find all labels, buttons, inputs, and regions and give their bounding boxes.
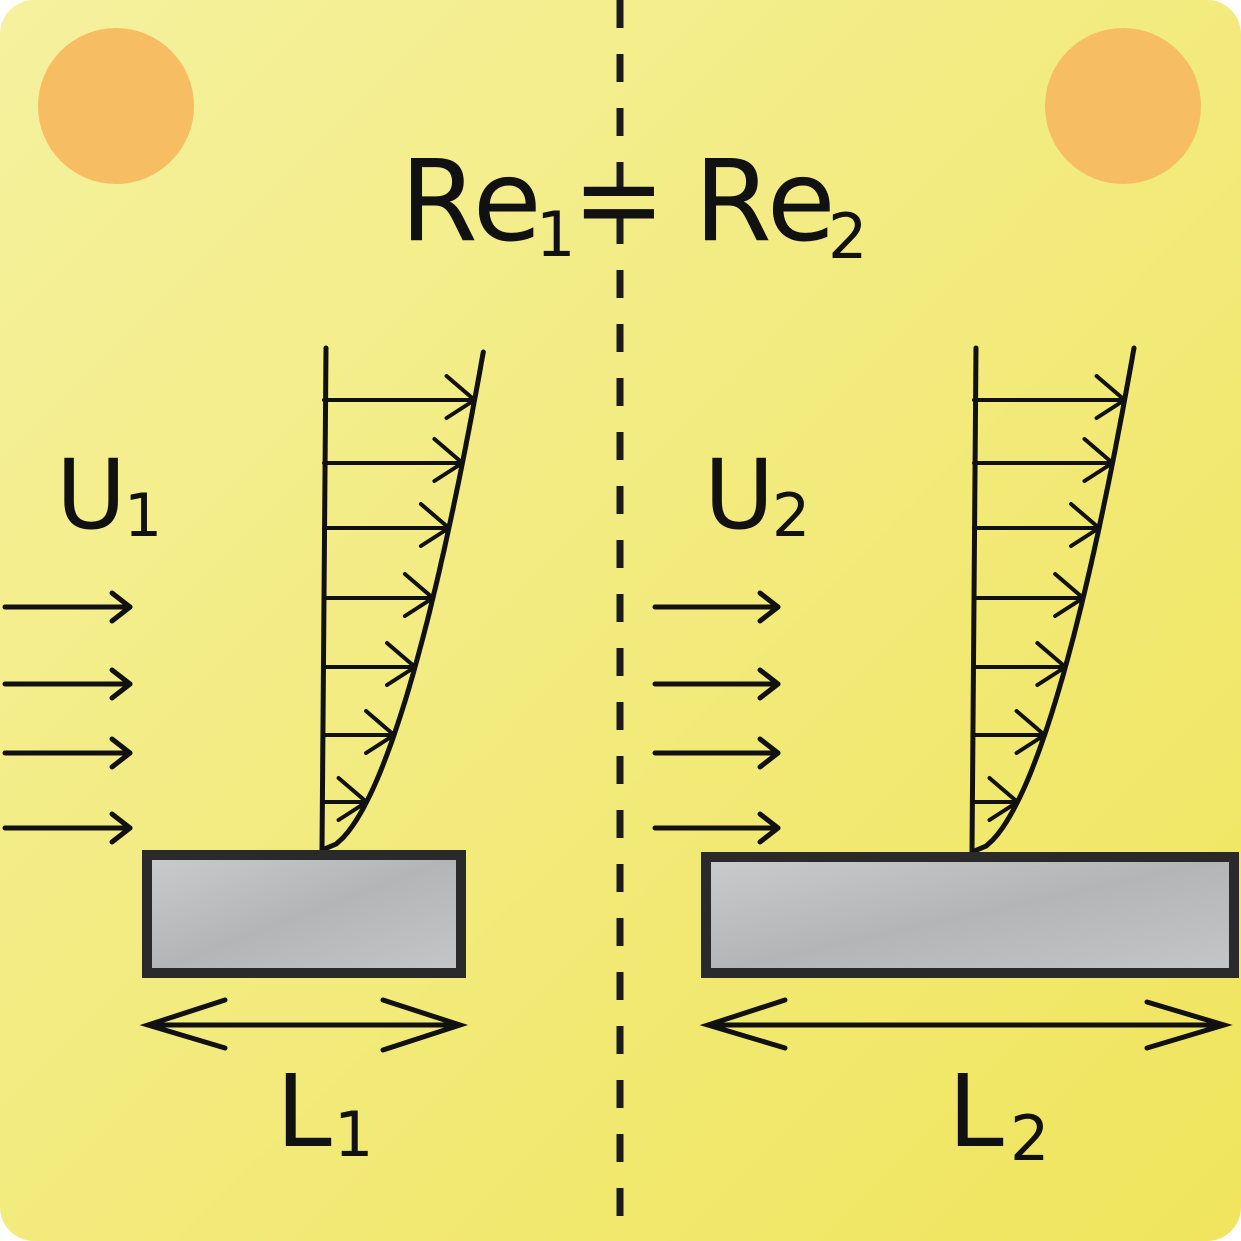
freestream-left-arrow-head-1 <box>109 667 133 701</box>
velocity-profile-left <box>319 345 486 853</box>
length-label-l1: L <box>276 1053 332 1170</box>
title-right-sub: 2 <box>828 200 867 273</box>
velocity-sub-u2: 2 <box>772 481 810 551</box>
velocity-label-u1: U <box>56 439 126 551</box>
profile-right-arrow-head-3 <box>1053 572 1086 618</box>
velocity-label-u2: U <box>704 439 774 551</box>
freestream-right-arrow-head-0 <box>757 590 781 624</box>
length-sub-l1: 1 <box>334 1098 373 1171</box>
profile-right-arrow-head-2 <box>1069 502 1102 548</box>
freestream-arrows-right <box>652 590 781 845</box>
length-arrow-right <box>699 997 1233 1051</box>
profile-left-arrow-head-6 <box>336 776 369 822</box>
profile-right-arrow-head-1 <box>1082 437 1115 483</box>
freestream-right-arrow-head-3 <box>757 811 781 845</box>
profile-left-arrow-head-5 <box>364 709 397 755</box>
velocity-sub-u1: 1 <box>124 481 162 551</box>
title-left: Re <box>400 137 542 267</box>
profile-left-curve <box>319 349 486 853</box>
reynolds-equation: Re 1 = Re 2 <box>400 135 867 273</box>
length-arrow-left <box>139 997 469 1053</box>
freestream-left-arrow-head-2 <box>109 736 133 770</box>
title-left-sub: 1 <box>536 198 575 271</box>
right-velocity-label: U 2 <box>704 439 810 551</box>
left-velocity-label: U 1 <box>56 439 162 551</box>
title-equals: = <box>572 135 666 265</box>
freestream-right-arrow-head-2 <box>757 736 781 770</box>
profile-left-arrow-head-4 <box>384 641 417 687</box>
left-length-label: L 1 <box>276 1053 373 1171</box>
length-label-l2: L <box>948 1053 1004 1170</box>
corner-dot-right <box>1045 28 1201 184</box>
profile-left-arrow-head-1 <box>432 437 465 483</box>
corner-dot-left <box>38 28 194 184</box>
profile-right-arrow-head-5 <box>1014 709 1047 755</box>
plate-right <box>701 852 1239 978</box>
right-length-label: L 2 <box>948 1053 1049 1175</box>
freestream-left-arrow-head-0 <box>109 590 133 624</box>
profile-left-arrow-head-2 <box>418 502 451 548</box>
length-sub-l2: 2 <box>1010 1102 1049 1175</box>
plate-left <box>142 850 466 978</box>
profile-right-arrow-head-4 <box>1035 641 1068 687</box>
profile-right-arrow-head-0 <box>1094 374 1127 420</box>
profile-right-arrow-head-6 <box>987 776 1020 822</box>
velocity-profile-right <box>969 345 1137 855</box>
profile-left-arrow-head-0 <box>444 374 477 420</box>
freestream-right-arrow-head-1 <box>757 667 781 701</box>
freestream-arrows-left <box>2 590 133 845</box>
title-right: Re <box>694 137 836 267</box>
profile-left-arrow-head-3 <box>402 572 435 618</box>
freestream-left-arrow-head-3 <box>109 811 133 845</box>
